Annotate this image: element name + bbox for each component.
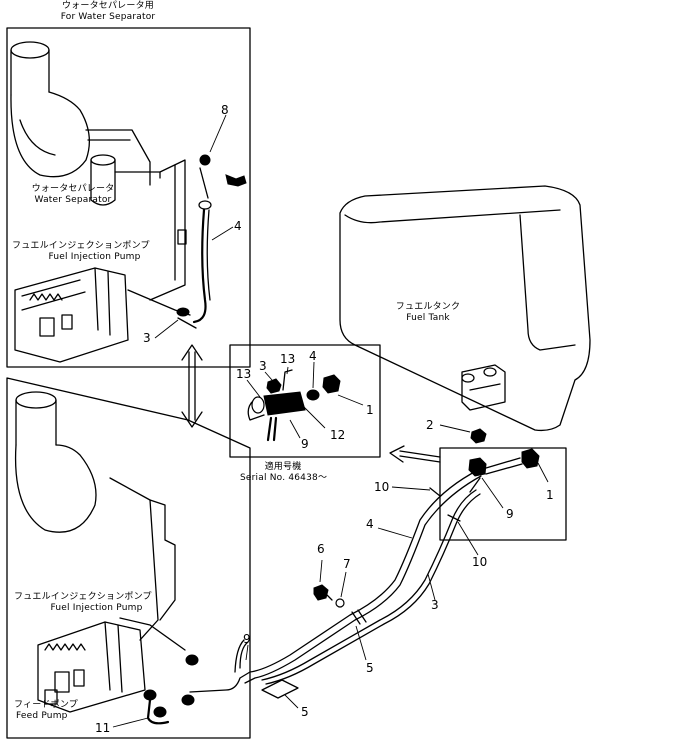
callout-9-detail: 9 <box>301 437 309 451</box>
washer-7 <box>335 598 345 608</box>
bolt-8 <box>225 174 247 187</box>
label-serial-en: Serial No. 46438～ <box>240 473 328 483</box>
fuel-lines-main <box>189 469 482 699</box>
callout-7: 7 <box>343 557 351 571</box>
label-fuel-tank-en: Fuel Tank <box>406 313 450 323</box>
callout-3-main: 3 <box>431 598 439 612</box>
callout-8-upper: 8 <box>221 103 229 117</box>
callout-6: 6 <box>317 542 325 556</box>
label-water-sep-jp: ウォータセパレータ <box>31 184 115 194</box>
callout-1-detail: 1 <box>366 403 374 417</box>
label-water-sep-top-jp: ウォータセパレータ用 <box>61 1 154 11</box>
callout-13-detail-a: 13 <box>236 367 252 381</box>
banjo-fitting-8 <box>199 154 211 166</box>
callout-1-box: 1 <box>546 488 554 502</box>
label-water-sep-en: Water Separator <box>34 195 112 205</box>
label-fuel-tank-jp: フュエルタンク <box>395 302 461 312</box>
label-fip-lower-en: Fuel Injection Pump <box>50 603 143 613</box>
inset-connector-box <box>439 447 567 541</box>
callout-4-detail: 4 <box>309 349 317 363</box>
inset-lower-engine <box>6 377 251 739</box>
swap-arrow <box>181 344 203 428</box>
callout-4-upper: 4 <box>234 219 242 233</box>
label-feed-pump-jp: フィードポンプ <box>14 700 78 710</box>
hose-4-upper <box>192 208 207 324</box>
detail-arrow <box>399 450 441 458</box>
callout-5-lower: 5 <box>301 705 309 719</box>
plug-2 <box>470 428 487 444</box>
fuel-tank <box>339 185 591 432</box>
label-fip-upper-jp: フュエルインジェクションポンプ <box>12 241 150 251</box>
clamp-5-lower <box>261 679 299 699</box>
inset-serial-detail <box>229 344 381 458</box>
callout-9-lower: 9 <box>243 632 251 646</box>
bolt-6 <box>313 584 329 601</box>
label-feed-pump-en: Feed Pump <box>16 711 68 721</box>
callout-13-detail-b: 13 <box>280 352 296 366</box>
callout-3-detail: 3 <box>259 359 267 373</box>
callout-9-box: 9 <box>506 507 514 521</box>
label-fip-lower-jp: フュエルインジェクションポンプ <box>14 592 152 602</box>
callout-11: 11 <box>95 721 111 735</box>
fitting-3-upper <box>176 307 190 317</box>
label-fip-upper-en: Fuel Injection Pump <box>48 252 141 262</box>
callout-12-detail: 12 <box>330 428 346 442</box>
callout-2: 2 <box>426 418 434 432</box>
inset-water-separator <box>6 27 251 368</box>
callout-10-top: 10 <box>374 480 390 494</box>
callout-4-main: 4 <box>366 517 374 531</box>
callout-10-right: 10 <box>472 555 488 569</box>
callout-3-upper: 3 <box>143 331 151 345</box>
label-serial-jp: 適用号機 <box>264 462 302 472</box>
callout-5-right: 5 <box>366 661 374 675</box>
label-water-sep-top-en: For Water Separator <box>60 12 156 22</box>
